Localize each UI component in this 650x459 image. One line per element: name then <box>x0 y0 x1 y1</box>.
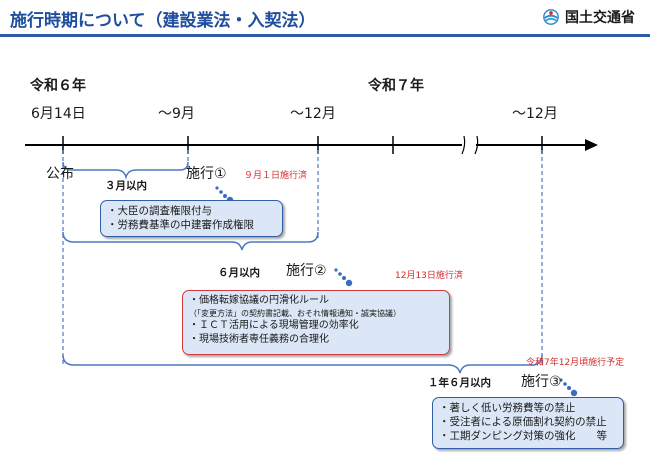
ministry-name: 国土交通省 <box>565 10 635 26</box>
phase1-box: ・大臣の調査権限付与 ・労務費基準の中建審作成権限 <box>100 200 283 237</box>
axis-break-mark <box>461 135 479 155</box>
bracket-3-months <box>62 161 189 180</box>
year-r7-label: 令和７年 <box>368 78 424 94</box>
phase2-item: ・ＩＣＴ活用による現場管理の効率化 <box>189 320 359 331</box>
phase2-period: ６月以内 <box>218 267 260 279</box>
title-divider <box>0 34 650 37</box>
timeline-arrowhead <box>585 139 598 151</box>
phase2-item: ・現場技術者専任義務の合理化 <box>189 334 329 345</box>
phase2-status: 12月13日施行済 <box>395 271 463 281</box>
phase1-item: ・大臣の調査権限付与 <box>107 205 212 217</box>
callout-dots-3 <box>559 378 578 397</box>
year-r6-label: 令和６年 <box>30 78 86 94</box>
phase2-item: （「変更方法」の契約書記載、おそれ情報通知・誠実協議） <box>189 309 401 318</box>
tick-dec-r7-label: ～12月 <box>512 106 558 122</box>
phase2-label: 施行② <box>286 263 327 279</box>
promulgation-label: 公布 <box>46 166 74 182</box>
phase3-item: ・著しく低い労務費等の禁止 <box>439 402 576 414</box>
tick-dec-r6-label: ～12月 <box>290 106 336 122</box>
bracket-18-months <box>62 354 543 374</box>
tick-sep-label: ～9月 <box>158 106 195 122</box>
phase1-item: ・労務費基準の中建審作成権限 <box>107 219 254 231</box>
bracket-6-months <box>62 231 319 251</box>
callout-dots-2 <box>334 268 353 287</box>
phase3-item: ・受注者による原価割れ契約の禁止 <box>439 416 607 428</box>
phase3-item: ・工期ダンピング対策の強化 等 <box>439 430 607 442</box>
header-bar <box>0 0 650 36</box>
page-title: 施行時期について（建設業法・入契法） <box>10 11 316 31</box>
phase3-status: 令和7年12月頃施行予定 <box>526 358 625 368</box>
phase3-label: 施行③ <box>521 374 562 390</box>
start-date-label: 6月14日 <box>31 106 86 122</box>
phase1-label: 施行① <box>186 166 227 182</box>
phase3-period: １年６月以内 <box>428 377 491 389</box>
phase2-item: ・価格転嫁協議の円滑化ルール <box>189 295 329 306</box>
ministry-logo-icon <box>543 9 559 25</box>
phase1-status: ９月１日施行済 <box>244 171 308 181</box>
phase1-period: ３月以内 <box>105 180 147 192</box>
phase2-box: ・価格転嫁協議の円滑化ルール （「変更方法」の契約書記載、おそれ情報通知・誠実協… <box>182 290 450 355</box>
phase3-box: ・著しく低い労務費等の禁止 ・受注者による原価割れ契約の禁止 ・工期ダンピング対… <box>432 397 624 449</box>
